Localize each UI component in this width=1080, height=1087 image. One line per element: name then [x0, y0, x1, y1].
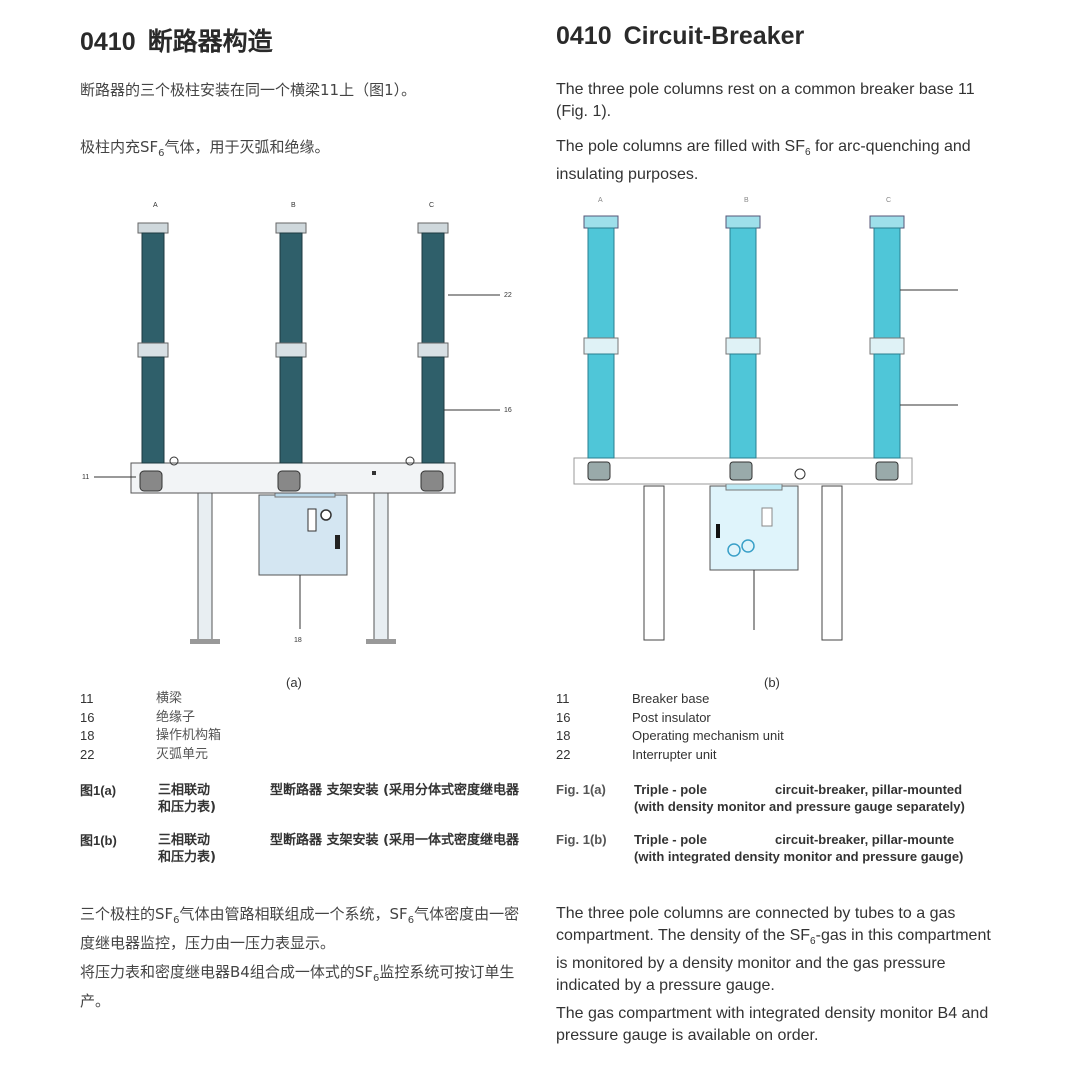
page-title-en: 0410 Circuit-Breaker	[556, 22, 804, 51]
figure-label-b: (b)	[764, 675, 780, 690]
order-paragraph-zh: 将压力表和密度继电器B4组合成一体式的SF6监控系统可按订单生产。	[80, 963, 515, 1010]
breaker-diagram-a: A B C	[82, 202, 512, 644]
pole-column-a	[137, 222, 169, 492]
pole-letter-b: B	[744, 197, 749, 204]
callout-16: 16	[504, 407, 512, 414]
caption-fig1a-zh: 图1(a) 三相联动型断路器 支架安装 (采用分体式密度继电器和压力表)	[80, 783, 520, 815]
system-paragraph-en: The three pole columns are connected by …	[556, 905, 991, 995]
caption-fig1b-zh: 图1(b) 三相联动型断路器 支架安装 (采用一体式密度继电器和压力表)	[80, 833, 520, 865]
pole-column-b	[275, 222, 307, 492]
gas-paragraph: 极柱内充SF6气体，用于灭弧和绝缘。	[80, 138, 330, 159]
pole-letter-c: C	[886, 197, 891, 204]
pole-column-b	[725, 215, 761, 481]
section-title: Circuit-Breaker	[623, 22, 805, 50]
breaker-diagram-b: A B C	[573, 197, 958, 641]
system-paragraph-zh: 三个极柱的SF6气体由管路相联组成一个系统，SF6气体密度由一密度继电器监控，压…	[80, 905, 520, 952]
callout-22: 22	[504, 292, 512, 299]
gas-paragraph: The pole columns are filled with SF6 for…	[556, 138, 971, 184]
intro-paragraph: 断路器的三个极柱安装在同一个横梁11上（图1）。	[80, 81, 417, 99]
callout-18: 18	[294, 637, 302, 644]
order-paragraph-en: The gas compartment with integrated dens…	[556, 1005, 989, 1044]
pole-column-c	[869, 215, 905, 481]
pole-letter-b: B	[291, 202, 296, 209]
pole-letter-c: C	[429, 202, 434, 209]
figure-label-a: (a)	[286, 675, 302, 690]
pole-column-a	[583, 215, 619, 481]
pole-letter-a: A	[153, 202, 158, 209]
callout-11: 11	[82, 474, 89, 481]
pole-letter-a: A	[598, 197, 603, 204]
page-title-zh: 0410 断路器构造	[80, 22, 273, 58]
section-number: 0410	[556, 22, 612, 50]
section-number: 0410	[80, 28, 136, 56]
section-title: 断路器构造	[147, 27, 273, 56]
pole-column-c	[417, 222, 449, 492]
intro-paragraph: The three pole columns rest on a common …	[556, 81, 975, 120]
